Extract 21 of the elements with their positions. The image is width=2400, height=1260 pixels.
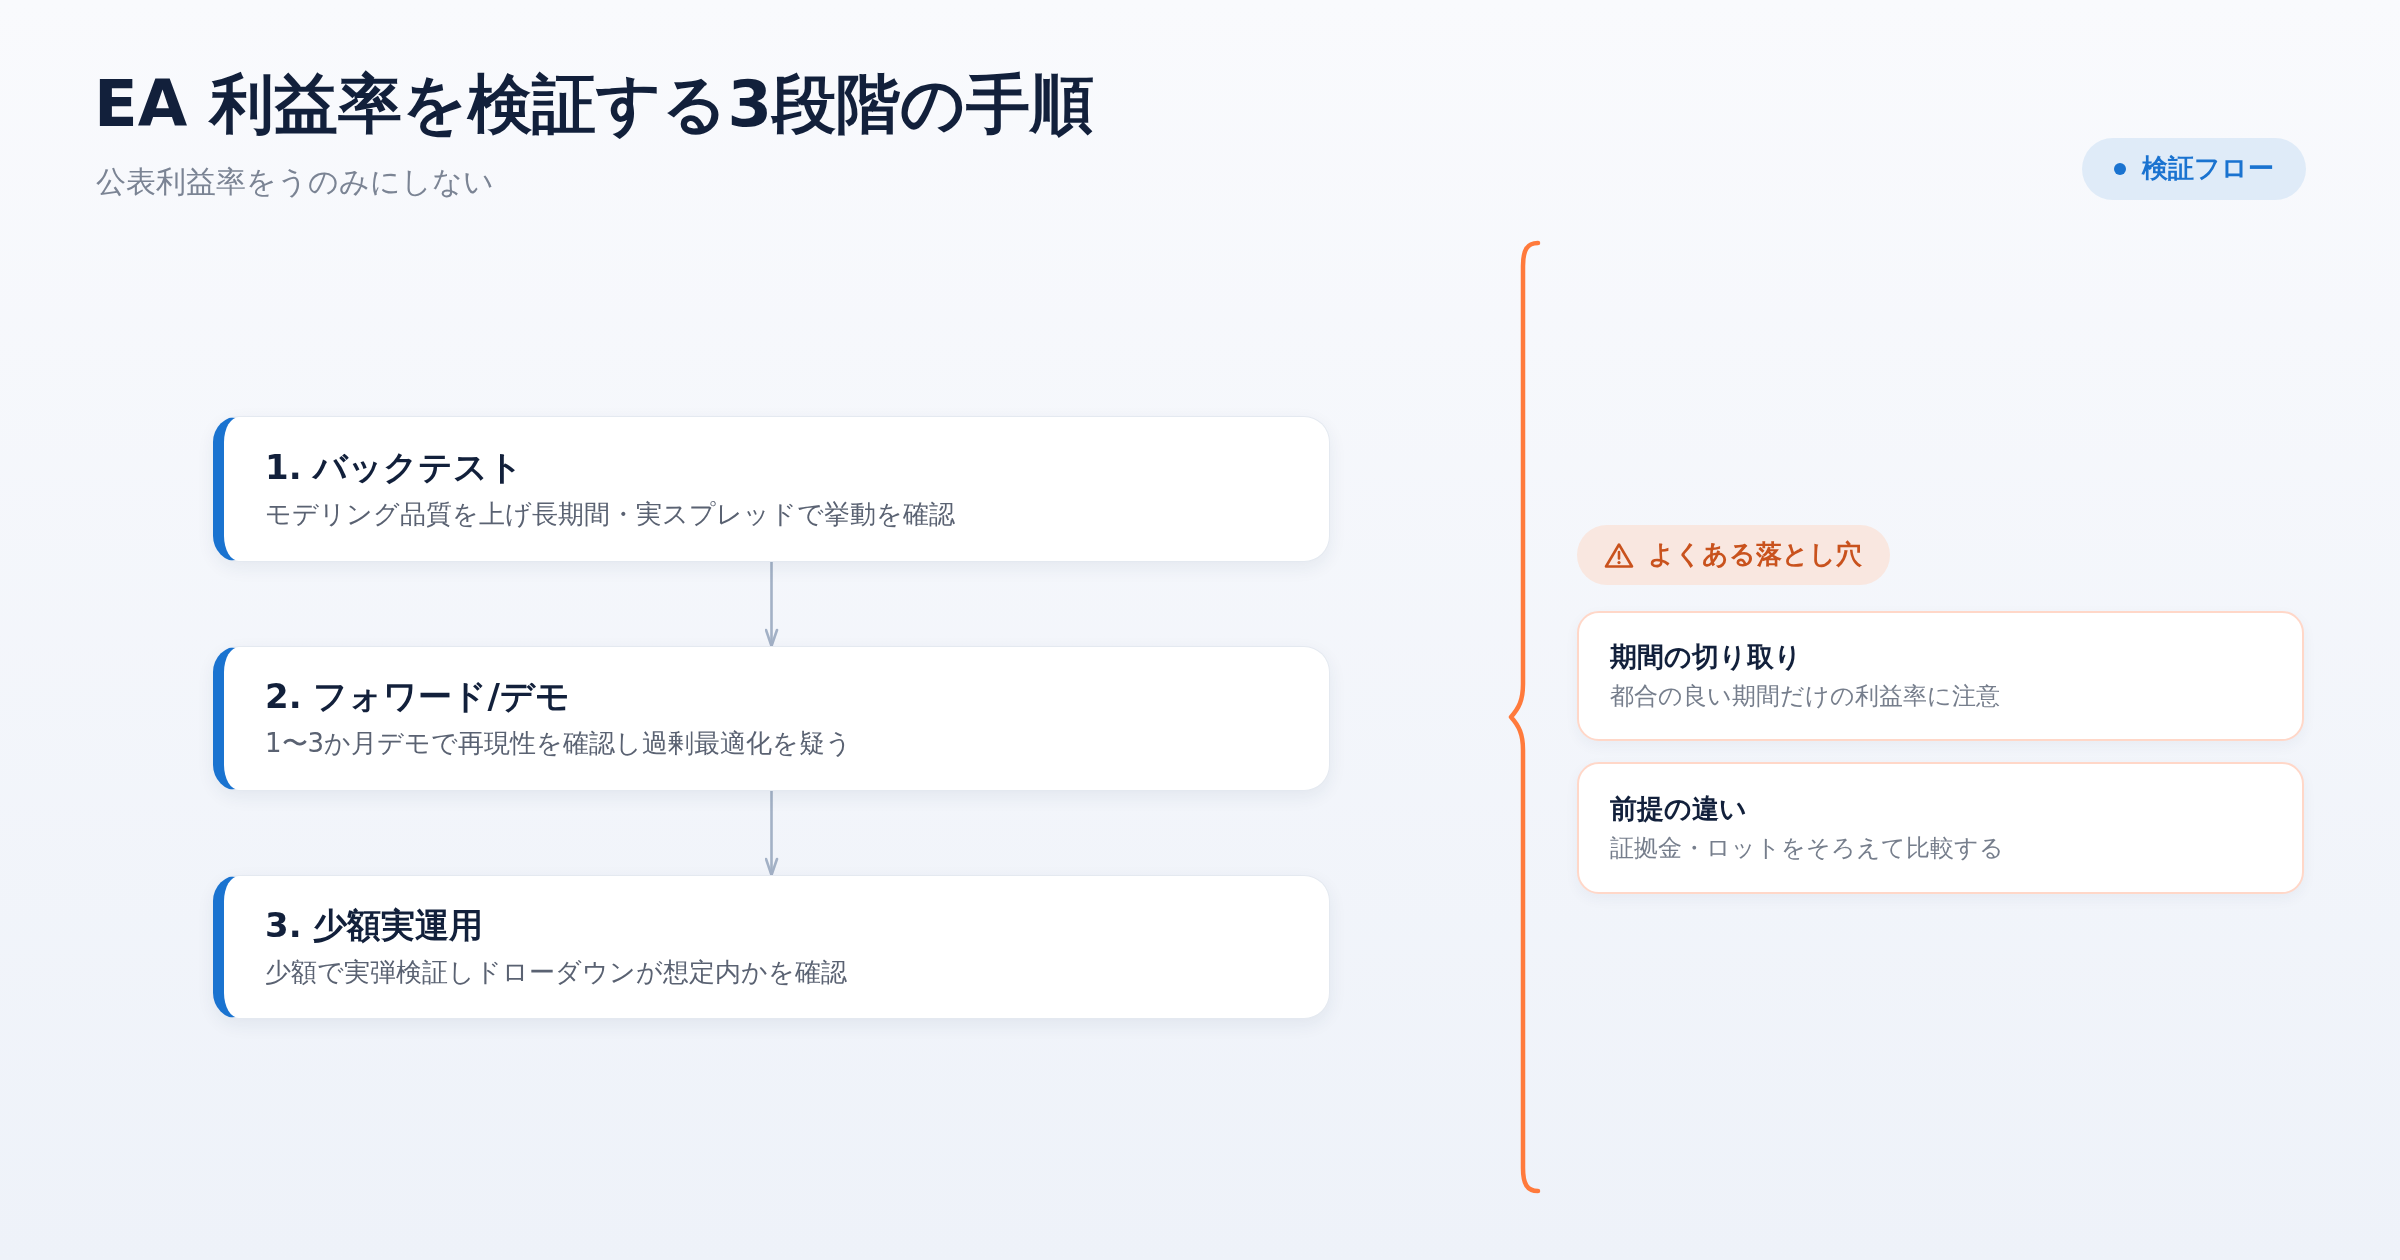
step-card	[213, 646, 1330, 791]
pitfall-card	[1577, 611, 2304, 741]
step-title: 2. フォワード/デモ	[265, 676, 570, 717]
arrow	[764, 791, 779, 877]
pitfall-description: 証拠金・ロットをそろえて比較する	[1610, 832, 2004, 864]
subtitle: 公表利益率をうのみにしない	[96, 163, 494, 201]
pitfall-title: 期間の切り取り	[1610, 639, 1802, 674]
step-description: モデリング品質を上げ長期間・実スプレッドで挙動を確認	[265, 497, 955, 531]
step-description: 少額で実弾検証しドローダウンが想定内かを確認	[265, 955, 847, 989]
pitfall-card	[1577, 762, 2304, 894]
tag-text: 検証フロー	[2142, 153, 2274, 185]
pitfall-description: 都合の良い期間だけの利益率に注意	[1610, 680, 2000, 712]
page-title: EA 利益率を検証する3段階の手順	[94, 66, 1095, 143]
step-card	[213, 416, 1330, 562]
warning-text: よくある落とし穴	[1648, 539, 1862, 571]
pitfall-title: 前提の違い	[1610, 791, 1747, 826]
arrow	[764, 562, 779, 648]
step-title: 1. バックテスト	[265, 446, 524, 488]
step-card	[213, 875, 1330, 1019]
step-description: 1〜3か月デモで再現性を確認し過剰最適化を疑う	[265, 727, 853, 760]
step-title: 3. 少額実運用	[265, 904, 484, 946]
